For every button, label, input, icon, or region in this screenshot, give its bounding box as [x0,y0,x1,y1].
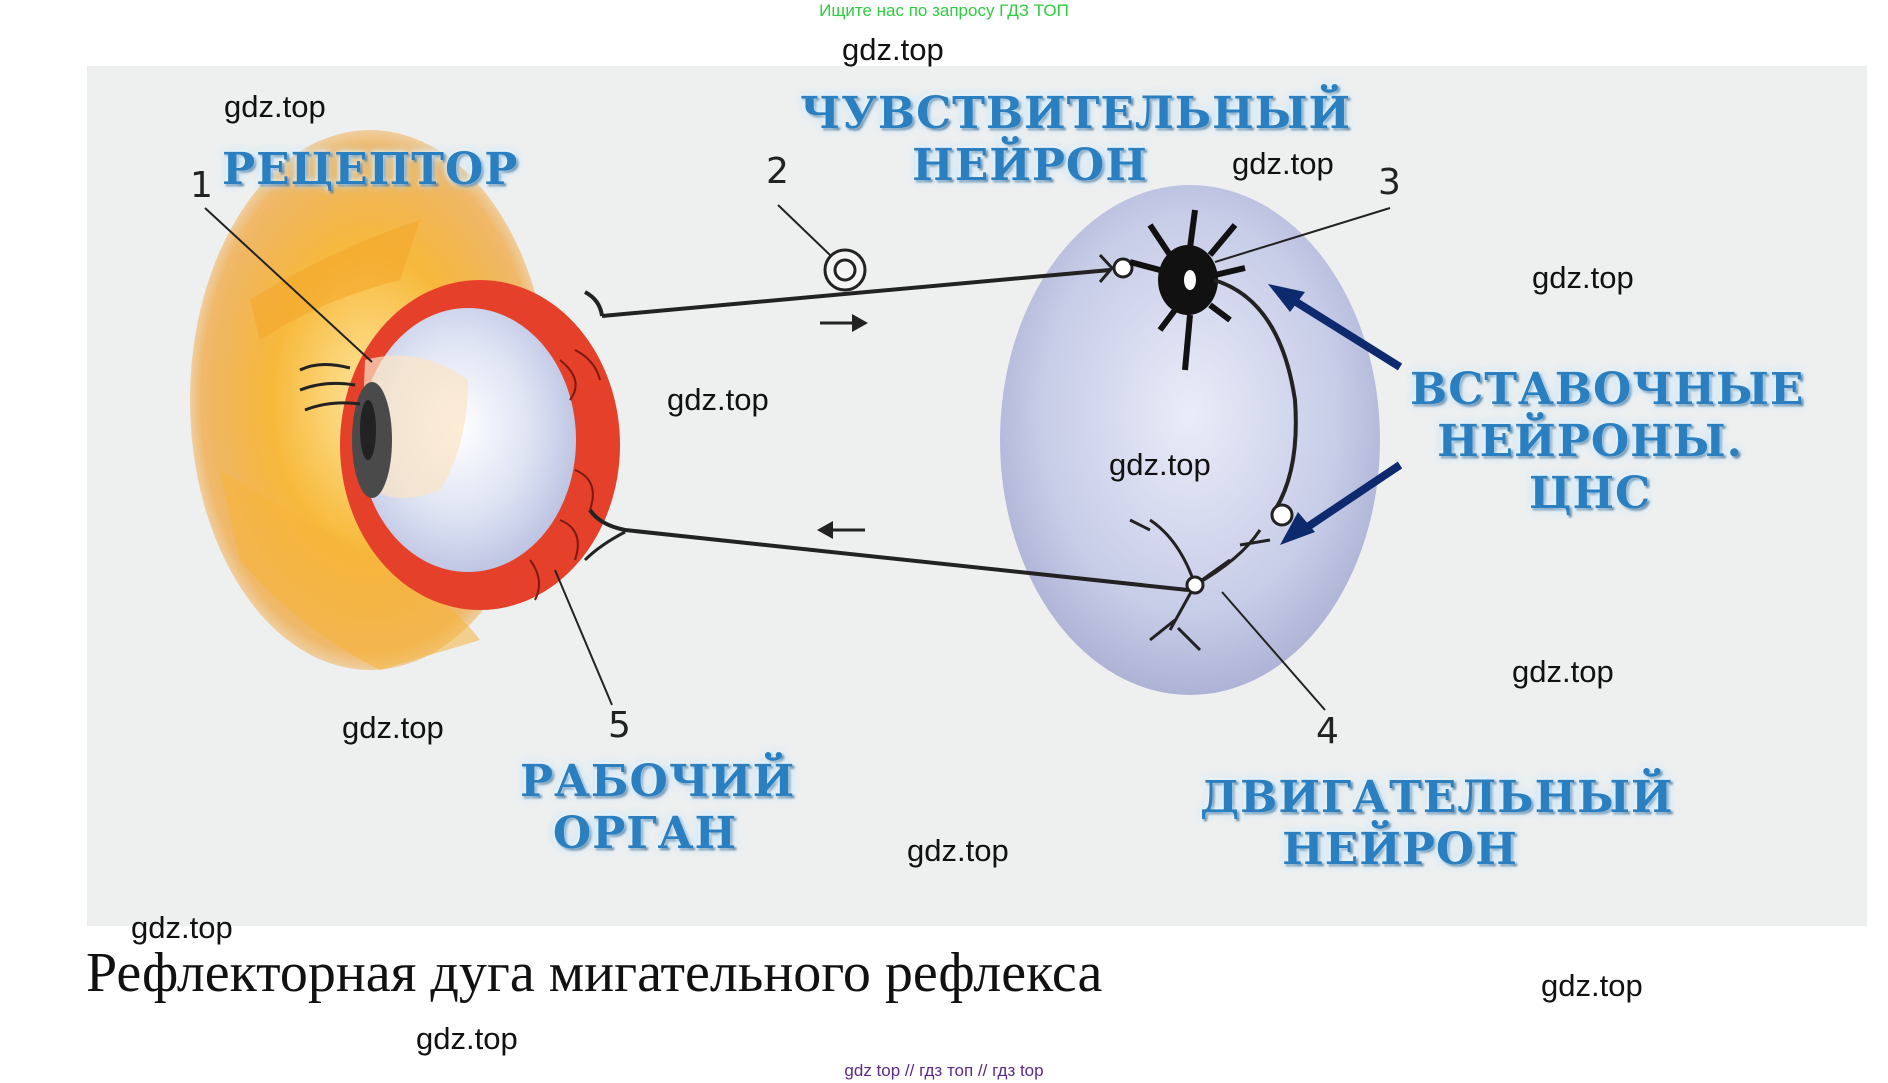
footer-links[interactable]: gdz top // гдз топ // гдз top [844,1061,1044,1080]
label-sensory-neuron: ЧУВСТВИТЕЛЬНЫЙ НЕЙРОН [800,88,1352,192]
watermark: gdz.top [907,833,1009,868]
leader-line-4 [1221,591,1326,711]
motor-fiber [588,508,1189,592]
eyeball [299,280,620,610]
sensory-fiber [601,268,1111,318]
watermark: gdz.top [131,910,233,945]
watermark: gdz.top [342,710,444,745]
watermark: gdz.top [842,32,944,67]
label-interneurons: ВСТАВОЧНЫЕ НЕЙРОНЫ. ЦНС [1410,364,1805,520]
direction-arrow-left [817,521,865,539]
cns-oval [1000,185,1380,695]
label-sensory-neuron-line2: НЕЙРОН [912,140,1148,191]
label-working-organ: РАБОЧИЙ ОРГАН [520,756,796,860]
number-4: 4 [1316,711,1339,752]
watermark: gdz.top [1541,968,1643,1003]
top-banner: Ищите нас по запросу ГДЗ ТОП [819,1,1069,20]
pointer-arrow-upper [1268,284,1403,371]
watermark: gdz.top [1232,146,1334,181]
motor-neuron [1129,503,1294,652]
label-motor-neuron-line2: НЕЙРОН [1282,824,1518,875]
label-working-organ-line1: РАБОЧИЙ [520,756,796,807]
label-working-organ-line2: ОРГАН [552,808,738,859]
diagram-caption: Рефлекторная дуга мигательного рефлекса [86,942,1103,1004]
watermark: gdz.top [1512,654,1614,689]
watermark: gdz.top [416,1021,518,1056]
leader-line-3 [1214,207,1391,263]
watermark: gdz.top [667,382,769,417]
label-sensory-neuron-line1: ЧУВСТВИТЕЛЬНЫЙ [800,88,1352,139]
label-interneurons-line3: ЦНС [1528,468,1652,519]
leader-line-1 [204,207,373,363]
label-motor-neuron-line1: ДВИГАТЕЛЬНЫЙ [1200,772,1674,823]
label-interneurons-line1: ВСТАВОЧНЫЕ [1410,364,1805,415]
watermark: gdz.top [224,89,326,124]
leader-line-5 [554,569,613,706]
leader-line-2 [777,204,831,256]
direction-arrow-right [820,314,868,332]
number-5: 5 [608,705,631,746]
number-1: 1 [190,165,213,206]
number-2: 2 [766,151,789,192]
label-interneurons-line2: НЕЙРОНЫ. [1437,416,1743,467]
number-3: 3 [1378,162,1401,203]
watermark: gdz.top [1532,260,1634,295]
sensory-ganglion [823,248,867,292]
label-receptor: РЕЦЕПТОР [222,144,519,195]
watermark: gdz.top [1109,447,1211,482]
interneuron [1129,209,1298,512]
pointer-arrow-lower [1280,461,1403,545]
label-motor-neuron: ДВИГАТЕЛЬНЫЙ НЕЙРОН [1200,772,1674,876]
